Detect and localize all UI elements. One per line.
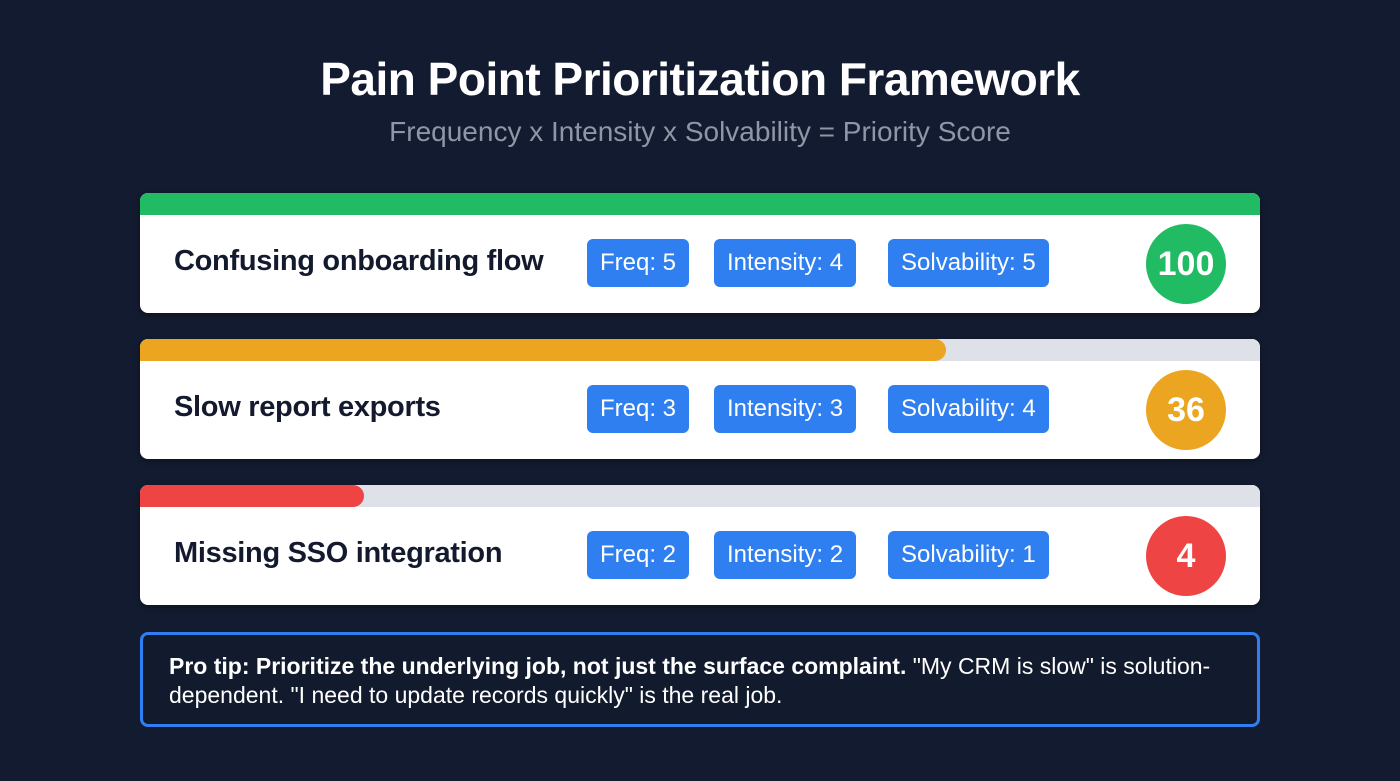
priority-bar-fill	[140, 485, 364, 507]
pain-point-name: Missing SSO integration	[174, 537, 503, 569]
frequency-badge: Freq: 5	[587, 239, 690, 287]
pro-tip-body: "My CRM is slow" is solution-dependent. …	[169, 653, 1211, 708]
priority-bar-track	[140, 339, 1260, 361]
pain-point-name: Confusing onboarding flow	[174, 245, 544, 277]
priority-score-circle: 100	[1146, 224, 1226, 304]
priority-bar-fill	[140, 339, 947, 361]
intensity-badge: Intensity: 4	[714, 239, 857, 287]
intensity-badge: Intensity: 3	[714, 385, 857, 433]
intensity-badge: Intensity: 2	[714, 531, 857, 579]
priority-bar-track	[140, 485, 1260, 507]
pain-point-card: Confusing onboarding flow Freq: 5 Intens…	[140, 193, 1260, 313]
priority-score-circle: 36	[1146, 370, 1226, 450]
pro-tip-box: Pro tip: Prioritize the underlying job, …	[140, 632, 1260, 727]
formula-subtitle: Frequency x Intensity x Solvability = Pr…	[389, 116, 1011, 147]
pro-tip-heading: Pro tip: Prioritize the underlying job, …	[169, 653, 907, 679]
solvability-badge: Solvability: 4	[888, 385, 1049, 433]
priority-score-circle: 4	[1146, 516, 1226, 596]
pain-point-card: Missing SSO integration Freq: 2 Intensit…	[140, 485, 1260, 605]
frequency-badge: Freq: 3	[587, 385, 690, 433]
priority-bar-fill	[140, 193, 1260, 215]
solvability-badge: Solvability: 1	[888, 531, 1049, 579]
pain-point-name: Slow report exports	[174, 391, 441, 423]
priority-bar-track	[140, 193, 1260, 215]
pain-point-card: Slow report exports Freq: 3 Intensity: 3…	[140, 339, 1260, 459]
page-title: Pain Point Prioritization Framework	[320, 53, 1080, 105]
frequency-badge: Freq: 2	[587, 531, 690, 579]
solvability-badge: Solvability: 5	[888, 239, 1049, 287]
